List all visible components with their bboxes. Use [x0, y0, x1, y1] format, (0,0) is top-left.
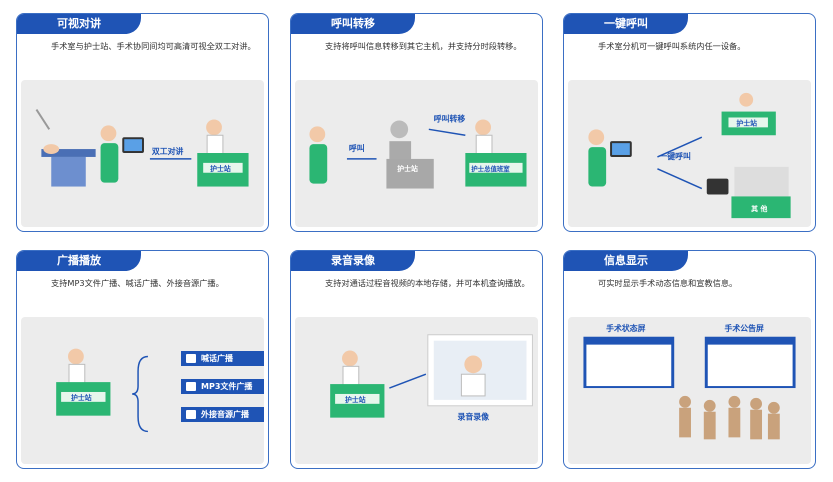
card-illustration: 双工对讲 护士站 [21, 80, 264, 227]
nurse-station-label: 护士站 [345, 395, 366, 404]
duty-room-label: 护士总值班室 [471, 164, 510, 173]
recording-illustration: 护士站 录音录像 [330, 334, 533, 422]
broadcast-item-label: MP3文件广播 [201, 382, 253, 391]
feature-card-recording: 录音录像 支持对通话过程音视频的本地存储，并可本机查询播放。 护士站 录音录像 [290, 250, 543, 469]
card-title: 信息显示 [564, 251, 688, 271]
nurse-station-label: 护士站 [71, 393, 92, 402]
others-label: 其 他 [751, 204, 767, 213]
feature-card-call-transfer: 呼叫转移 支持将呼叫信息转移到其它主机，并支持分时段转移。 呼叫 护士站 呼叫转… [290, 13, 543, 232]
transfer-label: 呼叫转移 [434, 113, 466, 123]
broadcast-item-label: 喊话广播 [201, 354, 233, 363]
feature-card-one-key-call: 一键呼叫 手术室分机可一键呼叫系统内任一设备。 一键呼叫 护士站 其 他 [563, 13, 816, 232]
card-description: 支持MP3文件广播、喊话广播、外接音源广播。 [51, 278, 224, 288]
broadcast-item-shout: 喊话广播 [181, 351, 264, 366]
nurse-station-label: 护士站 [210, 164, 231, 173]
feature-card-broadcast: 广播播放 支持MP3文件广播、喊话广播、外接音源广播。 护士站 喊话广播 MP3… [16, 250, 269, 469]
status-screen-label: 手术状态屏 [606, 323, 645, 333]
feature-card-info-display: 信息显示 可实时显示手术动态信息和宣教信息。 手术状态屏 手术公告屏 [563, 250, 816, 469]
transfer-illustration: 呼叫 护士站 呼叫转移 护士总值班室 [309, 113, 527, 189]
card-title: 一键呼叫 [564, 14, 688, 34]
card-illustration: 护士站 喊话广播 MP3文件广播 外接音源广播 [21, 317, 264, 464]
usb-icon [186, 410, 196, 419]
card-title: 广播播放 [17, 251, 141, 271]
card-description: 手术室与护士站、手术协同间均可高清可视全双工对讲。 [51, 41, 256, 51]
info-display-illustration: 手术状态屏 手术公告屏 [583, 323, 796, 440]
recording-label: 录音录像 [457, 412, 489, 422]
card-illustration: 护士站 录音录像 [295, 317, 538, 464]
nurse-station-label: 护士站 [736, 118, 757, 127]
megaphone-icon [186, 354, 196, 363]
broadcast-item-label: 外接音源广播 [201, 410, 249, 419]
intercom-illustration: 双工对讲 护士站 [35, 109, 249, 187]
broadcast-item-mp3: MP3文件广播 [181, 379, 264, 394]
one-key-label: 一键呼叫 [659, 151, 691, 161]
file-icon [186, 382, 196, 391]
feature-card-intercom: 可视对讲 手术室与护士站、手术协同间均可高清可视全双工对讲。 双工对讲 护士站 [16, 13, 269, 232]
card-illustration: 一键呼叫 护士站 其 他 [568, 80, 811, 227]
card-title: 可视对讲 [17, 14, 141, 34]
card-description: 支持对通话过程音视频的本地存储，并可本机查询播放。 [325, 278, 530, 288]
broadcast-item-external: 外接音源广播 [181, 407, 264, 422]
call-label: 呼叫 [349, 143, 365, 153]
intercom-label: 双工对讲 [152, 146, 184, 156]
bulletin-screen-label: 手术公告屏 [725, 323, 764, 333]
card-title: 呼叫转移 [291, 14, 415, 34]
one-key-illustration: 一键呼叫 护士站 其 他 [588, 92, 791, 219]
broadcast-illustration: 护士站 [56, 348, 148, 433]
card-description: 手术室分机可一键呼叫系统内任一设备。 [598, 41, 746, 51]
card-illustration: 手术状态屏 手术公告屏 [568, 317, 811, 464]
card-description: 支持将呼叫信息转移到其它主机，并支持分时段转移。 [325, 41, 522, 51]
card-title: 录音录像 [291, 251, 415, 271]
card-illustration: 呼叫 护士站 呼叫转移 护士总值班室 [295, 80, 538, 227]
card-description: 可实时显示手术动态信息和宣教信息。 [598, 278, 738, 288]
nurse-station-label: 护士站 [397, 164, 418, 173]
